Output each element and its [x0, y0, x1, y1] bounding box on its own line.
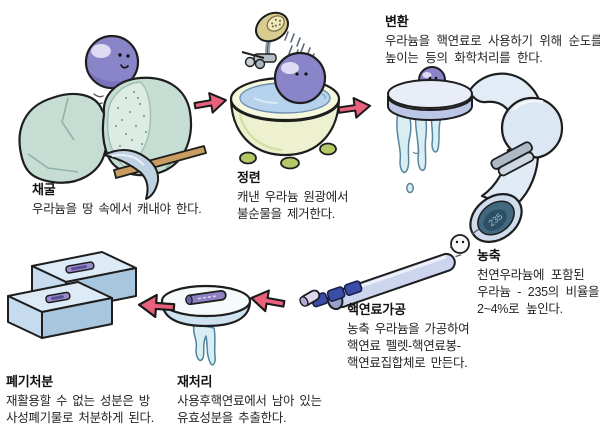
arrow-right-icon [337, 97, 372, 119]
reprocessing-illustration [160, 284, 252, 366]
arrow-left-icon [250, 289, 286, 313]
enrichment-label: 농축 천연우라늄에 포함된 우라늄 - 235의 비율을 2~4%로 높인다. [477, 245, 600, 318]
step-title-conversion: 변환 [385, 14, 409, 29]
disposal-illustration [7, 251, 137, 339]
arrow-left-icon [137, 293, 176, 319]
shower-head-icon [241, 11, 289, 70]
fuel-rod-icon [310, 246, 462, 311]
step-desc-line: 캐낸 우라늄 원광에서 [237, 190, 349, 204]
disposal-label: 폐기처분 재활용할 수 없는 성분은 방 사성폐기물로 처분하게 된다. [6, 371, 154, 427]
step-desc-line: 2~4%로 높인다. [477, 302, 563, 316]
tub-foot-icon [319, 142, 337, 156]
tub-icon [229, 51, 341, 170]
embedded-rod-icon [45, 291, 71, 304]
pickaxe-icon [103, 145, 207, 200]
step-desc-line: 불순물을 제거한다. [237, 207, 335, 221]
pipe-icon [468, 72, 564, 210]
mining-illustration [18, 34, 207, 200]
drip-icon [396, 111, 441, 194]
step-title-reprocessing: 재처리 [177, 374, 213, 389]
step-desc-line: 재활용할 수 없는 성분은 방 [6, 394, 150, 408]
pipe-outlet-icon: 235 [469, 193, 523, 243]
enriched-ball-icon [450, 228, 480, 254]
step-desc-line: 우라늄을 핵연료로 사용하기 위해 순도를 [385, 34, 600, 48]
conversion-apparatus-illustration: 235 [387, 66, 564, 254]
flow-arrow-mining-to-refining [193, 92, 227, 114]
refining-illustration [229, 11, 341, 170]
step-desc-line: 유효성분을 추출한다. [177, 411, 287, 425]
flow-arrow-refining-to-conversion [337, 97, 372, 119]
refining-label: 정련 캐낸 우라늄 원광에서 불순물을 제거한다. [237, 167, 348, 223]
spent-fuel-rod-icon [185, 289, 227, 306]
step-title-refining: 정련 [237, 170, 261, 185]
fuel-fabrication-label: 핵연료가공 농축 우라늄을 가공하여 핵연료 펠렛-핵연료봉- 핵연료집합체로 … [347, 299, 470, 372]
step-desc-line: 우라늄 - 235의 비율을 [477, 285, 600, 299]
step-desc-line: 핵연료집합체로 만든다. [347, 356, 468, 370]
step-title-disposal: 폐기처분 [6, 374, 54, 389]
step-desc-line: 사성폐기물로 처분하게 된다. [6, 411, 154, 425]
reprocessing-label: 재처리 사용후핵연료에서 남아 있는 유효성분을 추출한다. [177, 371, 322, 427]
dish-icon [160, 284, 252, 328]
step-desc-line: 핵연료 펠렛-핵연료봉- [347, 339, 461, 353]
uranium-ball-icon [273, 51, 327, 105]
fuel-pellet-icon [299, 289, 321, 307]
conversion-disk-icon [387, 66, 473, 121]
step-desc-line: 높이는 등의 화학처리를 한다. [385, 51, 543, 65]
fuel-rod-illustration [299, 246, 462, 311]
ore-rocks-icon [18, 76, 192, 184]
waste-block-icon [7, 281, 113, 339]
mining-label: 채굴 우라늄을 땅 속에서 캐내야 한다. [32, 179, 202, 218]
step-title-enrichment: 농축 [477, 248, 501, 263]
drip-icon [192, 323, 216, 366]
embedded-rod-icon [65, 261, 95, 274]
tub-foot-icon [280, 156, 300, 170]
arrow-right-icon [193, 92, 227, 114]
flow-arrow-reprocessing-to-disposal [137, 293, 176, 319]
flow-arrow-fuel-to-reprocessing [250, 289, 286, 313]
conversion-label: 변환 우라늄을 핵연료로 사용하기 위해 순도를 높이는 등의 화학처리를 한다… [385, 11, 600, 67]
step-desc-line: 우라늄을 땅 속에서 캐내야 한다. [32, 202, 202, 216]
step-title-mining: 채굴 [32, 182, 56, 197]
step-title-fuel-fabrication: 핵연료가공 [347, 302, 406, 317]
step-desc-line: 사용후핵연료에서 남아 있는 [177, 394, 322, 408]
tub-foot-icon [239, 151, 257, 165]
step-desc-line: 농축 우라늄을 가공하여 [347, 322, 470, 336]
step-desc-line: 천연우라늄에 포함된 [477, 268, 585, 282]
